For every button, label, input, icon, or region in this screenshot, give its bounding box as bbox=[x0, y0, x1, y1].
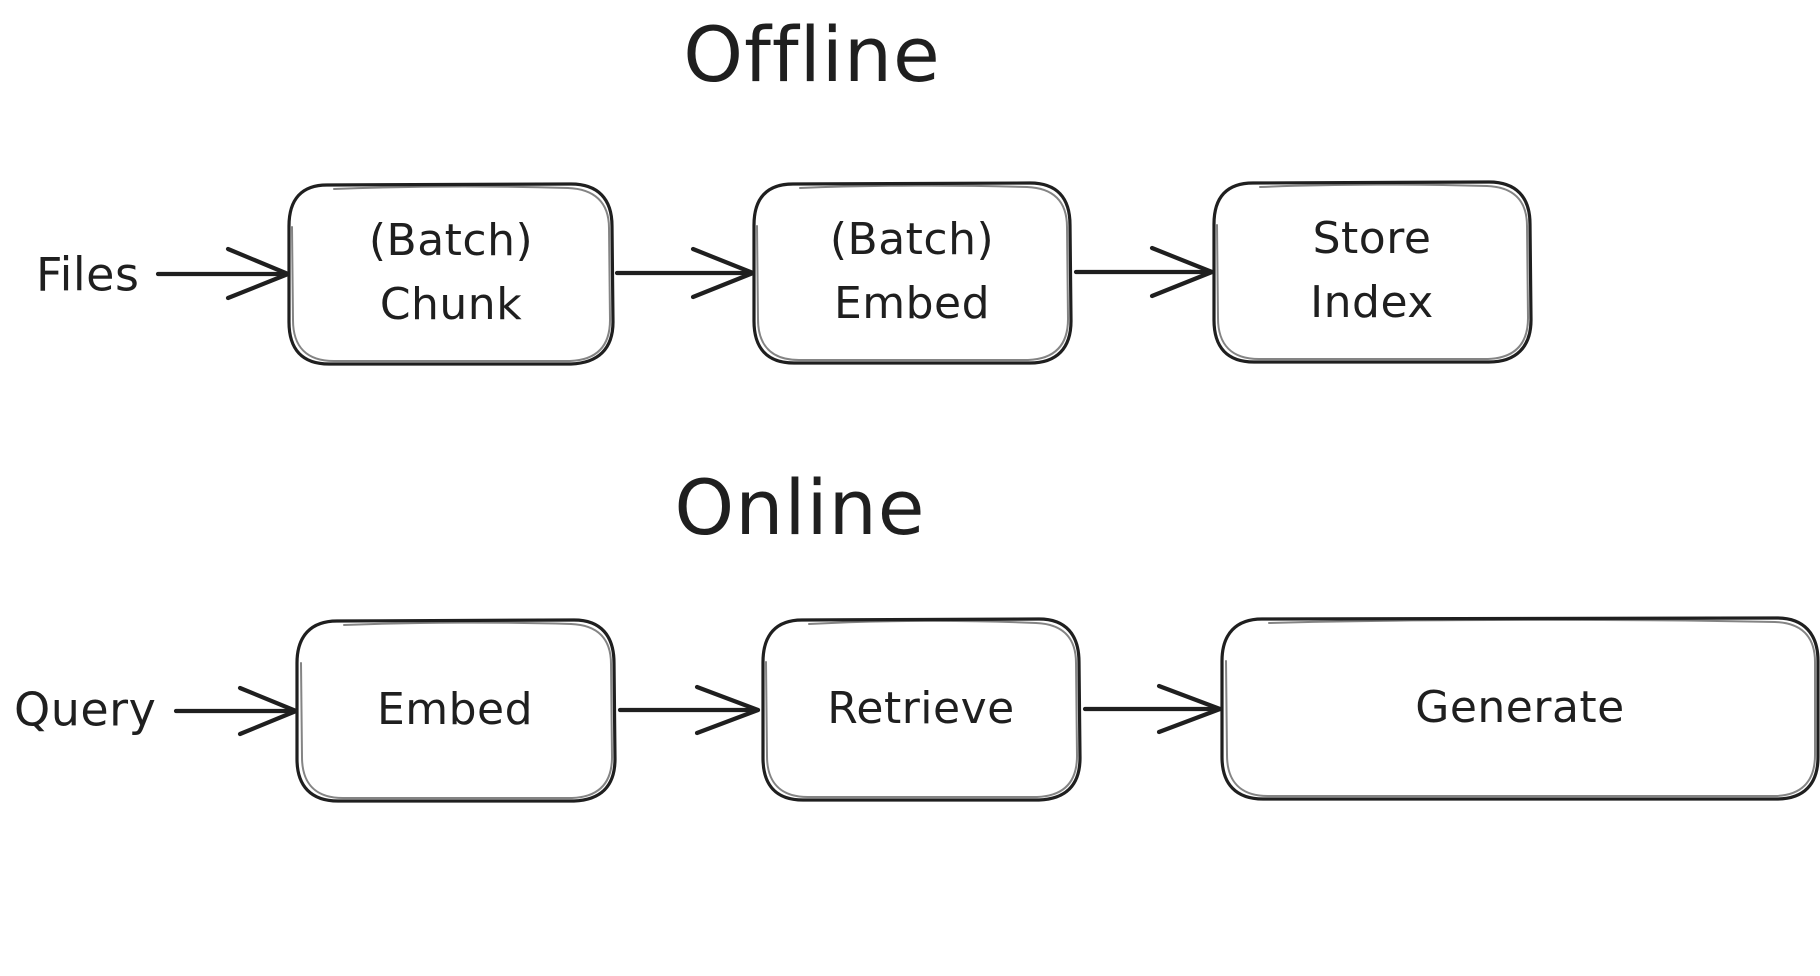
edge-label-files: Files bbox=[36, 248, 139, 302]
node-batch-chunk-line1: (Batch) bbox=[369, 215, 533, 266]
connector-chunk-to-embed bbox=[614, 246, 756, 300]
node-generate[interactable]: Generate bbox=[1220, 616, 1820, 801]
section-title-offline: Offline bbox=[683, 10, 941, 99]
node-batch-embed-line2: Embed bbox=[834, 278, 990, 329]
connector-embed-to-retrieve bbox=[617, 684, 761, 736]
section-offline: Offline Files (Batch) Chunk bbox=[36, 10, 1533, 366]
node-generate-label: Generate bbox=[1415, 682, 1625, 733]
node-embed-label: Embed bbox=[377, 684, 533, 735]
node-embed[interactable]: Embed bbox=[295, 618, 617, 803]
node-batch-embed-line1: (Batch) bbox=[830, 214, 994, 265]
edge-label-query: Query bbox=[14, 683, 156, 737]
node-retrieve-label: Retrieve bbox=[827, 683, 1014, 734]
connector-query-to-embed bbox=[173, 685, 299, 737]
node-retrieve[interactable]: Retrieve bbox=[761, 617, 1082, 802]
connector-retrieve-to-generate bbox=[1082, 683, 1223, 735]
connector-embed-to-store bbox=[1073, 245, 1215, 299]
node-batch-chunk[interactable]: (Batch) Chunk bbox=[287, 182, 615, 366]
connector-files-to-chunk bbox=[155, 246, 291, 301]
section-online: Online Query Embed bbox=[14, 463, 1820, 803]
node-store-index-line1: Store bbox=[1313, 213, 1432, 264]
node-store-index[interactable]: Store Index bbox=[1212, 180, 1533, 364]
node-batch-embed[interactable]: (Batch) Embed bbox=[752, 181, 1073, 365]
node-batch-chunk-line2: Chunk bbox=[380, 279, 522, 330]
section-title-online: Online bbox=[674, 463, 925, 552]
node-store-index-line2: Index bbox=[1310, 277, 1434, 328]
